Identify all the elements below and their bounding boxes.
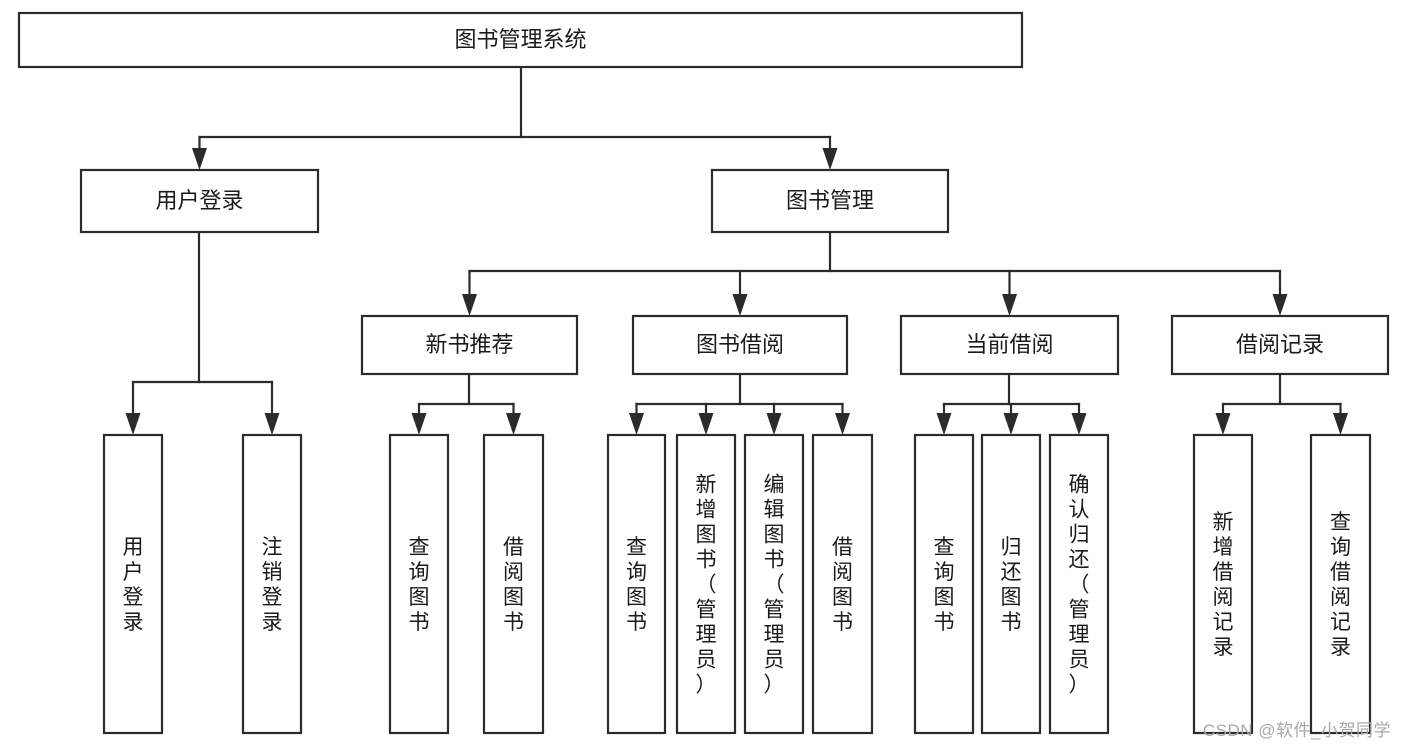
node-book-borrow[interactable]: 图书借阅 bbox=[631, 314, 849, 376]
arrow-head-icon bbox=[1272, 294, 1288, 316]
node-label: 注销登录 bbox=[262, 536, 283, 634]
arrow-head-icon bbox=[835, 413, 850, 435]
node-label: 确认归还（管理员） bbox=[1069, 474, 1090, 697]
arrow-head-icon bbox=[1003, 413, 1019, 435]
node-label: 用户登录 bbox=[155, 188, 243, 213]
node-label: 借阅记录 bbox=[1236, 332, 1324, 357]
connector-user-login-to-leaves bbox=[125, 230, 280, 435]
arrow-head-icon bbox=[629, 413, 644, 435]
arrow-head-icon bbox=[264, 413, 280, 435]
node-rect bbox=[980, 433, 1042, 735]
connector-book-manage-to-level3 bbox=[462, 230, 1288, 316]
node-label: 图书管理系统 bbox=[454, 27, 586, 52]
node-label: 当前借阅 bbox=[965, 332, 1053, 357]
arrow-head-icon bbox=[411, 413, 427, 435]
node-label: 归还图书 bbox=[1001, 536, 1022, 634]
node-user-login[interactable]: 用户登录 bbox=[79, 168, 320, 234]
connector-root-to-level2 bbox=[192, 65, 838, 170]
node-leaf-add-borrow-record[interactable]: 新增借阅记录 bbox=[1192, 433, 1254, 735]
arrow-head-icon bbox=[1071, 413, 1087, 435]
connector-current-to-leaves bbox=[936, 372, 1087, 435]
node-label: 图书借阅 bbox=[696, 332, 784, 357]
arrow-head-icon bbox=[1215, 413, 1231, 435]
arrow-head-icon bbox=[698, 413, 714, 435]
node-label: 编辑图书（管理员） bbox=[764, 474, 785, 697]
connector-recommend-to-leaves bbox=[411, 372, 521, 435]
node-leaf-user-login[interactable]: 用户登录 bbox=[102, 433, 164, 735]
node-leaf-return-book[interactable]: 归还图书 bbox=[980, 433, 1042, 735]
connector-edges bbox=[125, 65, 1348, 435]
node-rect bbox=[1048, 433, 1110, 735]
node-label: 借阅图书 bbox=[832, 536, 853, 634]
node-leaf-edit-book[interactable]: 编辑图书（管理员） bbox=[743, 433, 805, 735]
node-label: 查询图书 bbox=[934, 536, 955, 634]
node-leaf-logout-login[interactable]: 注销登录 bbox=[241, 433, 303, 735]
node-label: 查询图书 bbox=[409, 536, 430, 634]
node-rect bbox=[482, 433, 545, 735]
node-boxes: 图书管理系统用户登录图书管理新书推荐图书借阅当前借阅借阅记录用户登录注销登录查询… bbox=[17, 11, 1390, 735]
node-rect bbox=[388, 433, 450, 735]
node-leaf-confirm-return[interactable]: 确认归还（管理员） bbox=[1048, 433, 1110, 735]
arrow-head-icon bbox=[936, 413, 952, 435]
arrow-head-icon bbox=[766, 413, 782, 435]
node-rect bbox=[79, 168, 320, 234]
arrow-head-icon bbox=[1002, 294, 1017, 316]
node-new-book-recommend[interactable]: 新书推荐 bbox=[360, 314, 579, 376]
arrow-head-icon bbox=[506, 413, 521, 435]
arrow-head-icon bbox=[192, 148, 207, 170]
node-leaf-query-book-1[interactable]: 查询图书 bbox=[388, 433, 450, 735]
node-label: 图书管理 bbox=[786, 188, 874, 213]
connector-borrow-to-leaves bbox=[629, 372, 850, 435]
node-current-borrow[interactable]: 当前借阅 bbox=[899, 314, 1120, 376]
node-rect bbox=[710, 168, 950, 234]
arrow-head-icon bbox=[822, 148, 838, 170]
node-rect bbox=[811, 433, 874, 735]
node-root-root[interactable]: 图书管理系统 bbox=[17, 11, 1024, 69]
node-rect bbox=[1192, 433, 1254, 735]
node-label: 查询图书 bbox=[626, 536, 647, 634]
node-leaf-add-book[interactable]: 新增图书（管理员） bbox=[675, 433, 737, 735]
node-rect bbox=[241, 433, 303, 735]
node-rect bbox=[102, 433, 164, 735]
node-rect bbox=[631, 314, 849, 376]
node-rect bbox=[360, 314, 579, 376]
node-label: 新增图书（管理员） bbox=[696, 474, 717, 697]
node-leaf-borrow-book-1[interactable]: 借阅图书 bbox=[482, 433, 545, 735]
node-book-manage[interactable]: 图书管理 bbox=[710, 168, 950, 234]
node-leaf-query-book-2[interactable]: 查询图书 bbox=[606, 433, 667, 735]
node-leaf-borrow-book-2[interactable]: 借阅图书 bbox=[811, 433, 874, 735]
connector-record-to-leaves bbox=[1215, 372, 1348, 435]
arrow-head-icon bbox=[1333, 413, 1348, 435]
arrow-head-icon bbox=[125, 413, 141, 435]
node-leaf-query-book-3[interactable]: 查询图书 bbox=[913, 433, 975, 735]
node-label: 新书推荐 bbox=[425, 332, 513, 357]
node-rect bbox=[1170, 314, 1390, 376]
node-rect bbox=[743, 433, 805, 735]
node-leaf-query-borrow-record[interactable]: 查询借阅记录 bbox=[1309, 433, 1372, 735]
node-label: 用户登录 bbox=[123, 536, 144, 634]
node-rect bbox=[606, 433, 667, 735]
node-rect bbox=[17, 11, 1024, 69]
arrow-head-icon bbox=[462, 294, 477, 316]
node-rect bbox=[899, 314, 1120, 376]
node-label: 借阅图书 bbox=[503, 536, 524, 634]
node-label: 查询借阅记录 bbox=[1330, 511, 1351, 659]
node-label: 新增借阅记录 bbox=[1213, 511, 1234, 659]
arrow-head-icon bbox=[732, 294, 748, 316]
node-rect bbox=[913, 433, 975, 735]
node-rect bbox=[1309, 433, 1372, 735]
node-borrow-record[interactable]: 借阅记录 bbox=[1170, 314, 1390, 376]
node-rect bbox=[675, 433, 737, 735]
